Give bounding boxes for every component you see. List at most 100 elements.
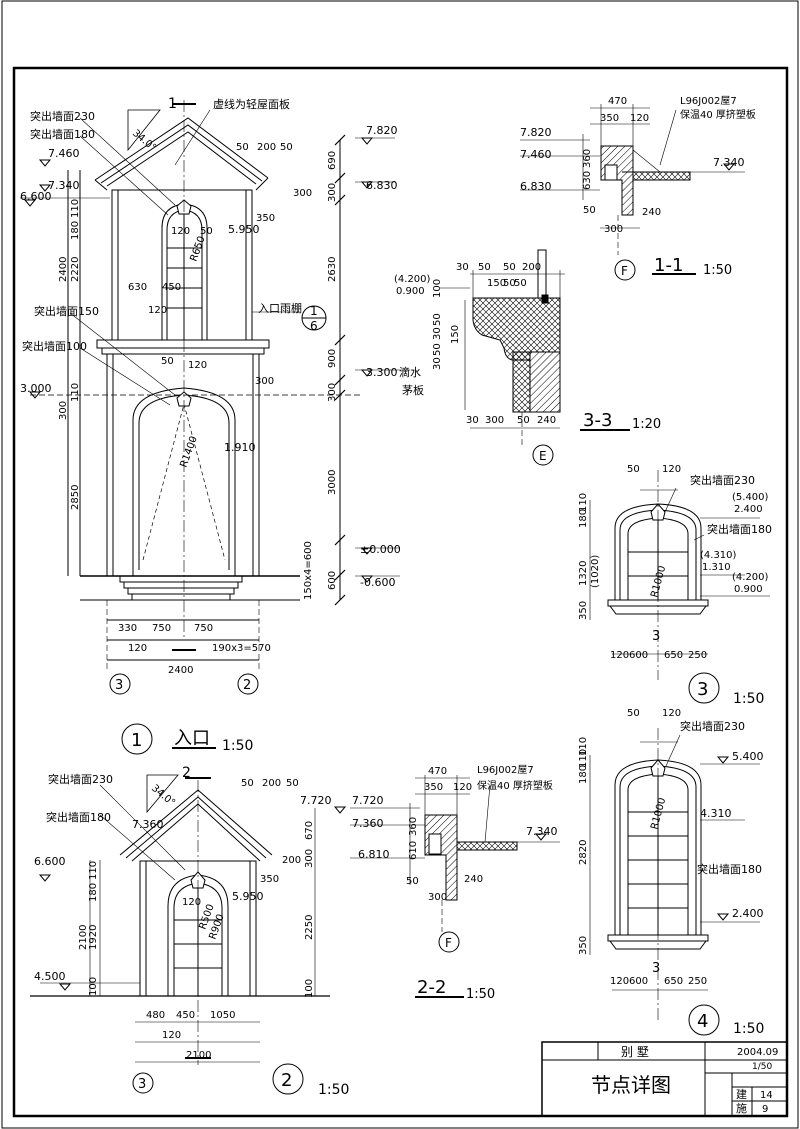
v2-dim-200b: 200 (282, 855, 301, 866)
s11-dim-300: 300 (604, 224, 623, 235)
v3-dim-250: 250 (688, 650, 707, 661)
v4-dim-180: 180 (578, 765, 589, 784)
v3-dim-180: 180 (578, 509, 589, 528)
tb-row1-value: 14 (760, 1090, 773, 1101)
v4-elev-5400: 5.400 (732, 750, 764, 763)
v1-section-ref-top: 1 (310, 304, 318, 318)
s22-dim-120: 120 (453, 782, 472, 793)
v3-elev-0900: 0.900 (734, 584, 763, 595)
v1-dim-3000: 3000 (327, 470, 338, 495)
v1-dim-300d: 300 (293, 188, 312, 199)
v2-dim-300: 300 (304, 849, 315, 868)
v2-dim-100r: 100 (304, 979, 315, 998)
v3-elev-2400: 2.400 (734, 504, 763, 515)
s11-elev-6830: 6.830 (520, 180, 552, 193)
v1-dim-300c: 300 (58, 401, 69, 420)
v1-label-light-roof: 虚线为轻屋面板 (213, 97, 290, 111)
v3-dim-1320: 1320 (578, 561, 589, 586)
v2-elev-7720: 7.720 (300, 794, 332, 807)
tb-row2-label: 施 (736, 1102, 747, 1115)
v3-dim-120: 120 (662, 464, 681, 475)
v2-dim-200a: 200 (262, 778, 281, 789)
s11-dim-470: 470 (608, 96, 627, 107)
v3-dim-600: 600 (629, 650, 648, 661)
s33-grid: E (539, 449, 547, 463)
s11-dim-360: 360 (582, 149, 593, 168)
v2-dim-120a: 120 (182, 897, 201, 908)
s33-dim-200: 200 (522, 262, 541, 273)
s33-dim-50a: 50 (478, 262, 491, 273)
tb-project: 别 墅 (621, 1045, 649, 1059)
s11-elev-7820: 7.820 (520, 126, 552, 139)
inner-border (12, 66, 789, 1118)
v1-elev-3000: 3.000 (20, 382, 52, 395)
s33-dim-50g: 50 (517, 415, 530, 426)
title-block-text: 别 墅 2004.09 节点详图 1/50 建 14 施 9 (591, 1045, 778, 1115)
v3-elev-4310: (4.310) (700, 550, 737, 561)
s11-dim-350: 350 (600, 113, 619, 124)
v2-label-230: 突出墙面230 (48, 772, 113, 786)
v2-elev-6600: 6.600 (34, 855, 66, 868)
v1-dim-120b: 120 (171, 226, 190, 237)
v2-dim-2100b: 2100 (186, 1050, 211, 1061)
tb-date: 2004.09 (737, 1047, 778, 1058)
v3-radius: R1000 (649, 565, 668, 599)
v1-gable (94, 117, 269, 181)
view-1-entrance (20, 100, 410, 755)
s33-dim-50b: 50 (503, 262, 516, 273)
v1-grid-circle-left (109, 673, 131, 695)
s33-dim-50f: 50 (432, 343, 443, 356)
v4-dim-250: 250 (688, 976, 707, 987)
v1-dim-2630: 2630 (327, 257, 338, 282)
v1-dim-750a: 750 (152, 623, 171, 634)
section-2-2-text: 470 350 120 L96J002屋7 保温40 厚挤塑板 7.720 7.… (352, 764, 558, 1002)
v1-label-100: 突出墙面100 (22, 339, 87, 353)
v1-elev-1910: 1.910 (224, 441, 256, 454)
s11-insulation: 保温40 厚挤塑板 (680, 108, 756, 121)
s11-dim-50: 50 (583, 205, 596, 216)
s22-dim-240: 240 (464, 874, 483, 885)
tb-scale: 1/50 (752, 1062, 772, 1072)
v1-dim-r650: R650 (188, 235, 207, 263)
v1-dim-120: 120 (128, 643, 147, 654)
v1-dim-350: 350 (256, 213, 275, 224)
v1-title-circle (121, 723, 153, 755)
v1-dim-600: 600 (327, 571, 338, 590)
v4-label-230: 突出墙面230 (680, 719, 745, 733)
v2-label-180: 突出墙面180 (46, 810, 111, 824)
v1-label-150: 突出墙面150 (34, 304, 99, 318)
v3-section-mark: 3 (652, 629, 660, 644)
s22-dim-470: 470 (428, 766, 447, 777)
v1-dim-2400b: 2400 (168, 665, 193, 676)
s22-spec: L96J002屋7 (477, 764, 534, 776)
tb-row1-label: 建 (736, 1087, 747, 1101)
s33-elev-4200: (4.200) (394, 274, 431, 285)
section-3-3 (440, 249, 630, 466)
v1-grid-circle-right (237, 673, 259, 695)
v3-dim-50: 50 (627, 464, 640, 475)
v1-dim-2220: 2220 (70, 257, 81, 282)
v2-dim-50a: 50 (241, 778, 254, 789)
s11-title: 1-1 (654, 255, 683, 276)
v1-dim-2400: 2400 (58, 257, 69, 282)
v1-dim-50d: 50 (161, 356, 174, 367)
v1-elev-6600: 6.600 (20, 190, 52, 203)
v1-dim-690: 690 (327, 151, 338, 170)
s33-dim-300: 300 (485, 415, 504, 426)
v1-dim-110c: 110 (70, 383, 81, 402)
v4-dim-650: 650 (664, 976, 683, 987)
v3-dim-1020: (1020) (590, 555, 601, 588)
s33-dim-150b: 150 (450, 325, 461, 344)
v3-dim-110a: 110 (578, 493, 589, 512)
v3-elev-1310: 1.310 (702, 562, 731, 573)
s11-elev-7340: 7.340 (713, 156, 745, 169)
s11-dim-120: 120 (630, 113, 649, 124)
v1-label-canopy: 入口雨棚 (258, 301, 302, 315)
s22-elev-7340: 7.340 (526, 825, 558, 838)
v1-dim-750b: 750 (194, 623, 213, 634)
s11-spec: L96J002屋7 (680, 95, 737, 107)
v4-dim-2820: 2820 (578, 840, 589, 865)
v1-dim-330: 330 (118, 623, 137, 634)
